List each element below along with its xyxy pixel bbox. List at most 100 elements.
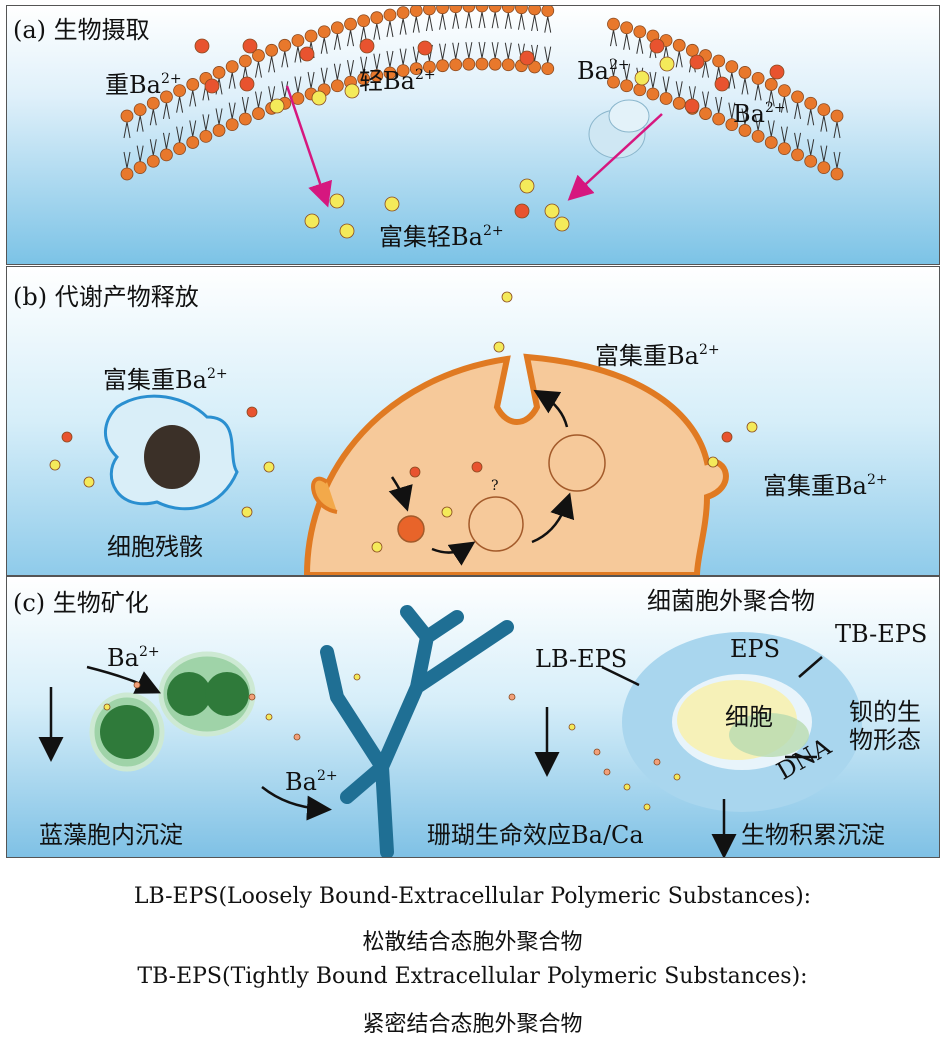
lipid-tail (149, 109, 157, 156)
lipid-head (462, 6, 476, 13)
lipid-head (738, 124, 752, 137)
lipid-head (712, 54, 726, 68)
lipid-head (238, 54, 252, 68)
lipid-head (291, 34, 305, 47)
lipid-tail (412, 16, 420, 63)
lipid-head (712, 112, 726, 126)
lipid-tail (202, 84, 210, 131)
lipid-head (633, 25, 647, 39)
lipid-head (146, 96, 160, 110)
lipid-head (475, 57, 489, 71)
heavy-ba-ion (242, 38, 258, 54)
heavy-ba-ion (684, 98, 700, 114)
lipid-head (199, 129, 213, 143)
ba-ion (501, 291, 513, 303)
lipid-tail (478, 11, 486, 59)
lipid-head (252, 49, 265, 62)
lipid-tail (767, 90, 775, 137)
lipid-head (278, 38, 292, 52)
ba-ion (441, 506, 453, 518)
lipid-tail (439, 13, 447, 60)
lipid-tail (136, 115, 144, 162)
ba-ion (409, 466, 421, 478)
caption-line-4: 紧密结合态胞外聚合物 (362, 1012, 583, 1037)
lipid-head (685, 43, 699, 57)
lipid-head (725, 60, 739, 74)
transport-protein (588, 99, 650, 159)
coral-label: 珊瑚生命效应Ba/Ca (427, 821, 644, 849)
membrane-illustration (120, 6, 844, 239)
ba-label-2: Ba2+ (285, 768, 338, 796)
lipid-tail (623, 33, 631, 80)
ba-ion (653, 758, 661, 766)
lipid-head (501, 6, 515, 14)
ba-ion (265, 713, 273, 721)
lipid-head (541, 62, 555, 76)
light-ba-ion (519, 178, 535, 194)
lipid-head (830, 167, 844, 181)
lipid-tail (399, 18, 407, 65)
heavy-ba-ion (519, 50, 535, 66)
lipid-head (541, 6, 555, 18)
lipid-head (488, 57, 502, 71)
heavy-ba-ion (514, 203, 530, 219)
light-ba-ion (634, 70, 650, 86)
question-mark: ? (491, 478, 499, 494)
lipid-tail (491, 12, 499, 59)
ba-ion (83, 476, 95, 488)
panel-b-title: (b) 代谢产物释放 (13, 283, 199, 311)
panel-a-biological-uptake: (a) 生物摄取 重Ba2+ 轻Ba2+ Ba2+ Ba2+ 富集轻Ba2+ (6, 5, 940, 265)
lipid-head (265, 43, 279, 57)
lipid-tail (123, 121, 131, 169)
heavy-ba-ion (649, 38, 665, 54)
uptake-arrow-right (567, 113, 663, 201)
uptake-arrow-left (285, 85, 333, 208)
lipid-head (751, 71, 765, 85)
lipid-tail (386, 20, 394, 68)
lipid-tail (662, 46, 670, 93)
lipid-head (370, 11, 384, 25)
lipid-head (646, 87, 660, 101)
lipid-head (817, 103, 831, 117)
ba-top-label: Ba2+ (577, 57, 630, 85)
lipid-head (488, 6, 502, 13)
pathway-arrows (388, 389, 575, 566)
lipid-head (330, 79, 344, 93)
lipid-head (436, 59, 449, 73)
panel-a-title: (a) 生物摄取 (13, 16, 150, 44)
lipid-head (225, 60, 239, 74)
ba-ion (246, 406, 258, 418)
lipid-tail (241, 66, 249, 114)
lipid-head (791, 148, 804, 162)
lipid-head (633, 83, 647, 97)
lipid-head (252, 107, 265, 120)
light-ba-ion (544, 203, 560, 219)
ba-ion (493, 341, 505, 353)
lipid-tail (320, 37, 328, 84)
light-ba-ion (554, 216, 570, 232)
heavy-ba-ion (239, 76, 255, 92)
lipid-head (751, 129, 765, 143)
light-ba-ion (344, 83, 360, 99)
cell-label: 细胞 (725, 703, 773, 731)
lipid-bilayer (120, 6, 844, 181)
lipid-head (804, 154, 818, 168)
heavy-ba-label: 重Ba2+ (105, 71, 182, 99)
enriched-heavy-ba-right: 富集重Ba2+ (763, 472, 888, 500)
lipid-head (620, 79, 634, 93)
lipid-tail (504, 12, 512, 59)
lipid-head (764, 78, 778, 91)
eps-label: EPS (730, 635, 781, 663)
ba-label-1: Ba2+ (107, 644, 160, 672)
lipid-tail (294, 46, 302, 93)
heavy-ba-ion (769, 64, 785, 80)
lipid-tail (636, 37, 644, 84)
enriched-light-ba-label: 富集轻Ba2+ (379, 223, 504, 251)
lipid-head (186, 136, 200, 149)
enriched-heavy-ba-top: 富集重Ba2+ (595, 342, 720, 370)
lipid-tail (741, 78, 749, 125)
lipid-head (725, 118, 739, 132)
lipid-tail (807, 109, 815, 156)
cell-debris-label: 细胞残骸 (107, 533, 203, 561)
tb-eps-label: TB-EPS (835, 620, 928, 648)
